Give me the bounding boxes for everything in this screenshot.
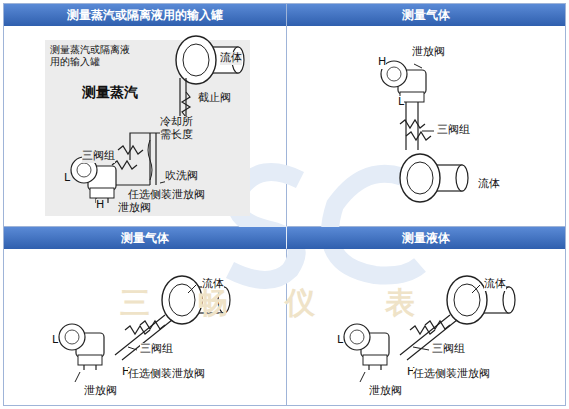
part-label: L	[64, 172, 70, 185]
header-text: 测量气体	[402, 7, 450, 24]
watermark: 表	[385, 286, 415, 321]
watermark: 畅	[198, 286, 228, 321]
part-label: 冷却所需长度	[160, 116, 196, 141]
part-label: 截止阀	[198, 92, 231, 105]
header-band: 测量蒸汽或隔离液用的输入罐	[4, 4, 286, 26]
part-label: 三阀组	[437, 124, 470, 137]
part-label: 任选侧装泄放阀	[413, 368, 490, 381]
part-label: 任选侧装泄放阀	[128, 189, 205, 202]
part-label: L	[52, 334, 58, 347]
part-label: 流体	[478, 178, 500, 191]
part-label: 泄放阀	[118, 202, 151, 215]
watermark: 仪	[285, 286, 315, 321]
part-label: 吹洗阀	[165, 170, 198, 183]
part-label: 流体	[220, 52, 242, 65]
part-label: 任选侧装泄放阀	[128, 368, 205, 381]
part-label: H	[378, 56, 386, 69]
part-label: H	[96, 199, 104, 212]
part-label: 测量蒸汽	[82, 84, 138, 100]
part-label: 测量蒸汽或隔离液用的输入罐	[50, 44, 134, 67]
part-label: 三阀组	[82, 150, 115, 163]
header-text: 测量液体	[402, 230, 450, 247]
part-label: 泄放阀	[369, 385, 402, 398]
part-label: 流体	[484, 278, 506, 291]
header-text: 测量气体	[121, 230, 169, 247]
header-text: 测量蒸汽或隔离液用的输入罐	[67, 7, 223, 24]
part-label: L	[337, 334, 343, 347]
part-label: 三阀组	[140, 343, 173, 356]
header-band: 测量气体	[287, 4, 565, 26]
part-label: 泄放阀	[84, 385, 117, 398]
part-label: L	[398, 96, 404, 109]
header-band: 测量气体	[4, 227, 286, 249]
watermark: 三	[120, 286, 150, 321]
part-label: 泄放阀	[412, 46, 445, 59]
header-band: 测量液体	[287, 227, 565, 249]
part-label: 三阀组	[432, 343, 465, 356]
